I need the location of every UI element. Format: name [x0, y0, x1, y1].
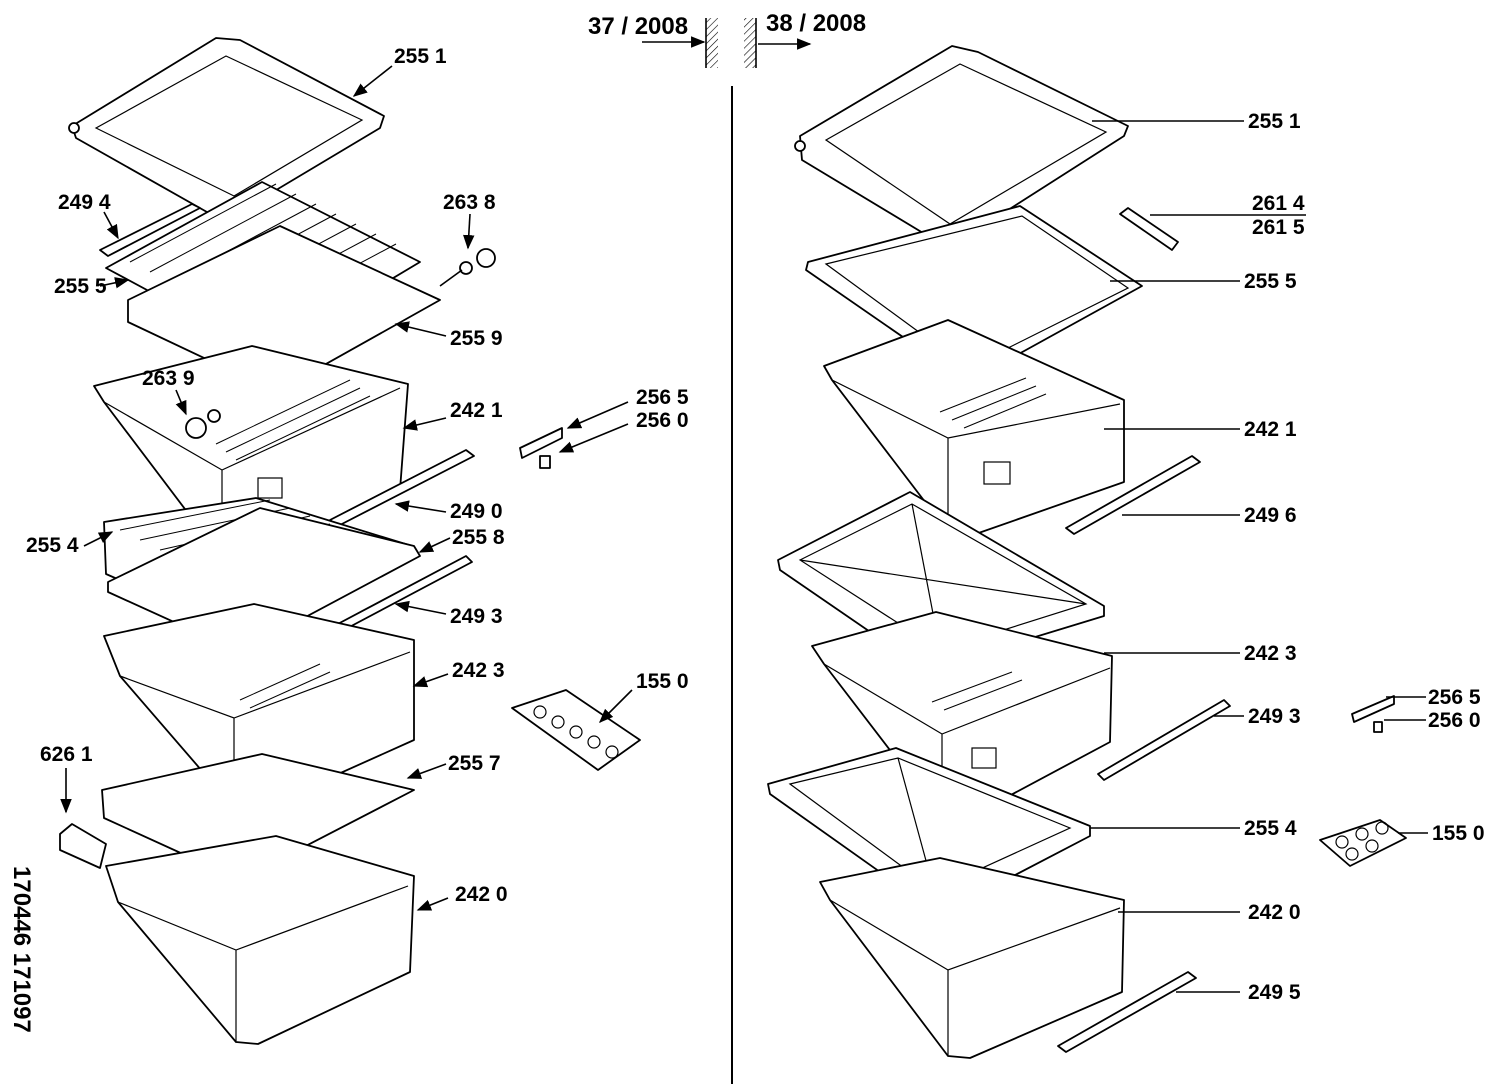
rail-right-249-3: [1097, 699, 1231, 781]
bracket-261: [1119, 207, 1179, 251]
label-242-1: 242 1: [450, 399, 503, 422]
top-shelf-frame: [68, 37, 385, 217]
label-255-5: 255 5: [54, 275, 107, 298]
side-code-label: 170446 171097: [8, 866, 35, 1033]
right-date-label: 38 / 2008: [766, 10, 866, 37]
label-r-242-0: 242 0: [1248, 901, 1301, 924]
label-255-7: 255 7: [448, 752, 501, 775]
knob-263-9: [185, 409, 221, 439]
label-r-242-1: 242 1: [1244, 418, 1297, 441]
left-date-label: 37 / 2008: [588, 13, 688, 40]
label-249-0: 249 0: [450, 500, 503, 523]
egg-tray-155-0: [511, 689, 641, 771]
label-r-256-5: 256 5: [1428, 686, 1481, 709]
label-r-256-0: 256 0: [1428, 709, 1481, 732]
label-256-0: 256 0: [636, 409, 689, 432]
right-leader-lines: [1090, 120, 1428, 993]
label-255-9: 255 9: [450, 327, 503, 350]
label-r-255-1: 255 1: [1248, 110, 1301, 133]
label-242-3: 242 3: [452, 659, 505, 682]
label-r-255-4: 255 4: [1244, 817, 1297, 840]
right-assembly: [767, 45, 1407, 1059]
label-242-0: 242 0: [455, 883, 508, 906]
shelf-frame-255-9: [127, 225, 441, 393]
rail-right-249-6: [1065, 455, 1201, 535]
label-249-3: 249 3: [450, 605, 503, 628]
label-263-8: 263 8: [443, 191, 496, 214]
label-256-5: 256 5: [636, 386, 689, 409]
right-labels: 255 1 261 4 261 5 255 5 242 1 249 6 242 …: [1244, 110, 1485, 1004]
label-155-0: 155 0: [636, 670, 689, 693]
egg-tray-right-155-0: [1319, 819, 1407, 867]
label-255-4: 255 4: [26, 534, 79, 557]
left-assembly: [59, 37, 641, 1045]
rail-right-249-5: [1057, 971, 1197, 1053]
clip-right-256: [1351, 695, 1395, 733]
clip-256: [519, 427, 563, 469]
right-hatch-bar: [744, 18, 756, 68]
label-r-242-3: 242 3: [1244, 642, 1297, 665]
shelf-frame-255-7: [101, 753, 415, 881]
left-labels: 255 1 249 4 263 8 255 5 255 9 263 9 256 …: [26, 45, 689, 906]
label-r-249-5: 249 5: [1248, 981, 1301, 1004]
label-r-155-0: 155 0: [1432, 822, 1485, 845]
divider-tray-right: [777, 491, 1105, 667]
knob-263-8: [439, 248, 496, 287]
label-r-261-5: 261 5: [1252, 216, 1305, 239]
label-263-9: 263 9: [142, 367, 195, 390]
label-r-261-4: 261 4: [1252, 192, 1305, 215]
left-leader-lines: [60, 65, 633, 911]
label-626-1: 626 1: [40, 743, 93, 766]
top-shelf-frame-right: [794, 45, 1129, 243]
crisper-drawer-right-242-0: [819, 857, 1125, 1059]
left-hatch-bar: [706, 18, 718, 68]
crisper-drawer-right-242-3: [811, 611, 1113, 821]
shelf-frame-255-8: [107, 507, 421, 653]
crisper-drawer-242-0: [105, 835, 415, 1045]
label-249-4: 249 4: [58, 191, 111, 214]
label-r-249-3: 249 3: [1248, 705, 1301, 728]
plate-626-1: [59, 823, 107, 869]
date-change-header: 37 / 2008 38 / 2008: [588, 10, 866, 68]
rail-249-4: [99, 203, 201, 257]
label-r-249-6: 249 6: [1244, 504, 1297, 527]
label-r-255-5: 255 5: [1244, 270, 1297, 293]
label-255-1: 255 1: [394, 45, 447, 68]
crisper-drawer-right-242-1: [823, 319, 1125, 537]
label-255-8: 255 8: [452, 526, 505, 549]
